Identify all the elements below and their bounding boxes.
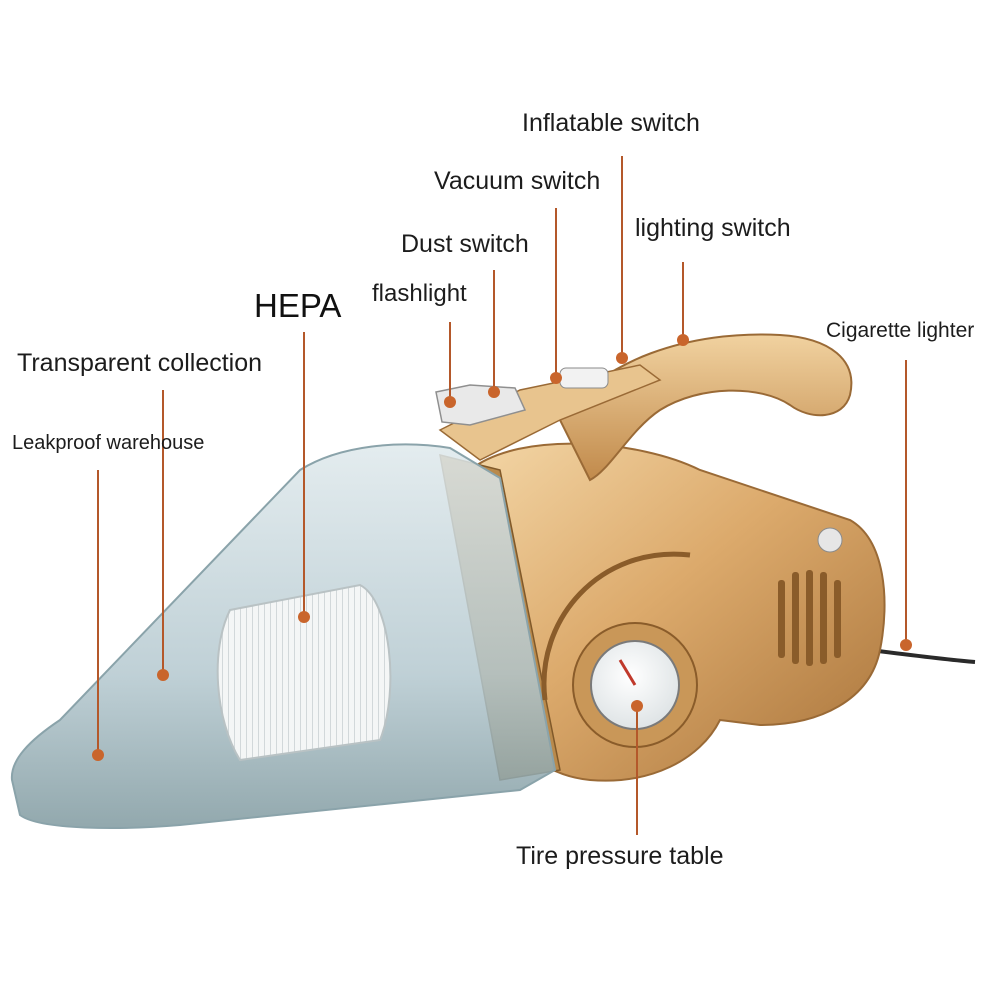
label-cigarette-lighter: Cigarette lighter [826,319,975,342]
air-valve [817,527,843,553]
label-dust-switch: Dust switch [401,230,529,258]
air-vents [778,570,841,666]
label-hepa: HEPA [254,287,342,324]
label-vacuum-switch: Vacuum switch [434,167,601,195]
hepa-filter [216,583,392,762]
label-lighting-switch: lighting switch [635,214,791,242]
flashlight-head [435,384,527,426]
callout-lines [97,156,907,835]
label-tire-pressure-table: Tire pressure table [516,842,724,870]
label-transparent-collection: Transparent collection [17,349,263,377]
label-inflatable-switch: Inflatable switch [522,109,700,137]
label-flashlight: flashlight [372,280,467,307]
handle [558,333,853,482]
arc-trim [541,551,691,701]
switch-panel [438,364,662,461]
switch-buttons [559,367,609,389]
power-cord [869,648,976,664]
callout-dots [92,334,912,761]
label-leakproof-warehouse: Leakproof warehouse [12,432,205,454]
